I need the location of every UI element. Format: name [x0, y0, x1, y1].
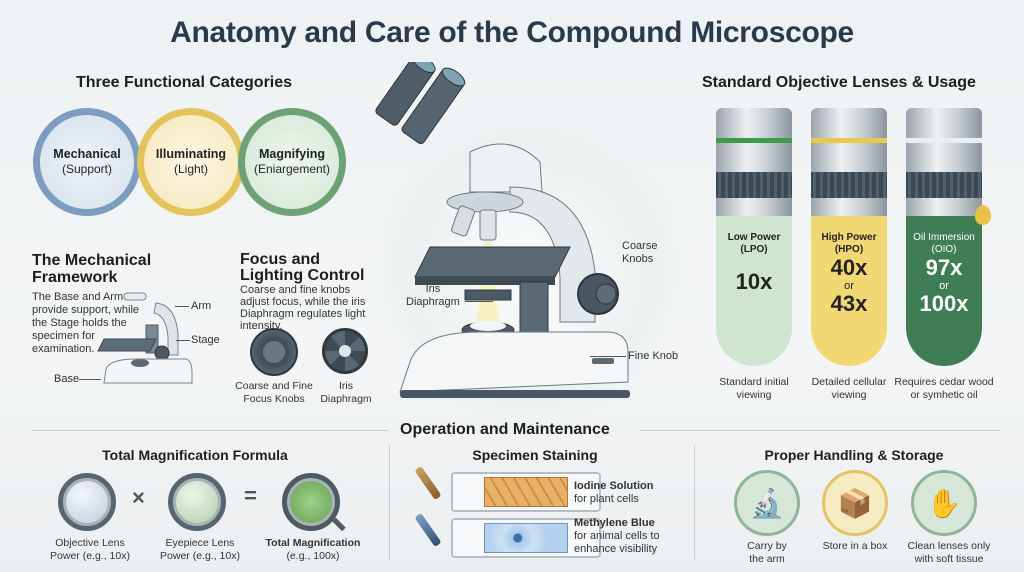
carry-caption: Carry by the arm	[747, 540, 787, 565]
category-sub: (Eniargement)	[253, 162, 331, 176]
times-operator: ×	[132, 485, 145, 510]
lens-oil-immersion: Oil Immersion (OIO) 97x or 100x	[906, 108, 982, 366]
base-label: Base	[54, 373, 80, 385]
iodine-text: Iodine Solution for plant cells	[574, 480, 654, 505]
lens-low-power: Low Power (LPO) 10x	[716, 108, 792, 366]
fine-knob-leader-line	[590, 356, 626, 357]
handling-heading: Proper Handling & Storage	[764, 447, 944, 463]
focus-knobs-caption: Coarse and Fine Focus Knobs	[235, 380, 313, 405]
objective-caption: Objective Lens Power (e.g., 10x)	[50, 537, 130, 562]
formula-heading: Total Magnification Formula	[102, 447, 288, 463]
methylene-slide	[451, 518, 601, 558]
oil-drop-icon	[975, 205, 991, 225]
magnifier-handle	[332, 517, 346, 532]
category-illuminating: Illuminating (Light)	[137, 108, 245, 216]
operation-heading: Operation and Maintenance	[400, 421, 610, 438]
section-divider-right	[640, 430, 1000, 431]
equals-operator: =	[244, 483, 257, 508]
iris-caption: Iris Diaphragm	[320, 380, 372, 405]
lens-high-power: High Power (HPO) 40x or 43x	[811, 108, 887, 366]
objective-lens-icon	[58, 473, 116, 531]
methylene-text: Methylene Blue for animal cells to enhan…	[574, 517, 660, 555]
category-name: Illuminating	[155, 147, 227, 161]
fine-knob-label: Fine Knob	[628, 350, 679, 362]
staining-heading: Specimen Staining	[472, 447, 598, 463]
category-magnifying: Magnifying (Eniargement)	[238, 108, 346, 216]
animal-cells-image	[484, 523, 568, 553]
category-name: Mechanical	[53, 147, 121, 161]
lens-high-caption: Detailed cellular viewing	[811, 376, 887, 401]
page-title: Anatomy and Care of the Compound Microsc…	[170, 16, 854, 49]
focus-heading: Focus and Lighting Control	[240, 251, 365, 284]
vertical-divider-1	[389, 445, 390, 560]
categories-heading: Three Functional Categories	[76, 74, 293, 91]
category-name: Magnifying	[259, 147, 325, 161]
store-caption: Store in a box	[822, 540, 888, 552]
base-leader-line	[79, 379, 101, 380]
mechanical-heading: The Mechanical Framework	[32, 252, 152, 286]
mechanical-text: The Base and Arm provide support, while …	[32, 291, 140, 355]
methylene-dropper-icon	[414, 512, 442, 548]
stage-label: Stage	[191, 334, 220, 346]
vertical-divider-2	[694, 445, 695, 560]
clean-caption: Clean lenses only with soft tissue	[907, 540, 991, 565]
plant-cells-image	[484, 477, 568, 507]
lens-low-caption: Standard initial viewing	[719, 376, 789, 401]
category-mechanical: Mechanical (Support)	[33, 108, 141, 216]
focus-text: Coarse and fine knobs adjust focus, whil…	[240, 284, 366, 332]
mechanical-microscope-icon	[97, 292, 193, 384]
iodine-dropper-icon	[414, 465, 442, 501]
category-sub: (Light)	[173, 162, 208, 176]
iris-diaphragm-icon	[322, 328, 368, 374]
total-magnification-icon	[282, 473, 340, 531]
section-divider-left	[32, 430, 388, 431]
coarse-knobs-label: Coarse Knobs	[622, 240, 658, 265]
eyepiece-caption: Eyepiece Lens Power (e.g., 10x)	[160, 537, 240, 562]
iodine-slide	[451, 472, 601, 512]
arm-leader-line	[175, 306, 189, 307]
lenses-heading: Standard Objective Lenses & Usage	[702, 74, 976, 91]
iris-leader-line	[465, 301, 493, 302]
arm-label: Arm	[191, 300, 212, 312]
tissue-icon: ✋	[911, 470, 977, 536]
hand-carry-icon: 🔬	[734, 470, 800, 536]
stage-leader-line	[176, 340, 190, 341]
category-sub: (Support)	[61, 162, 113, 176]
iris-diaphragm-label: Iris Diaphragm	[406, 283, 460, 308]
compound-microscope-illustration	[375, 62, 630, 398]
eyepiece-lens-icon	[168, 473, 226, 531]
total-caption: Total Magnification (e.g., 100x)	[265, 537, 361, 562]
lens-oil-caption: Requires cedar wood or symhetic oil	[894, 376, 994, 401]
focus-knob-icon	[250, 328, 298, 376]
box-icon: 📦	[822, 470, 888, 536]
